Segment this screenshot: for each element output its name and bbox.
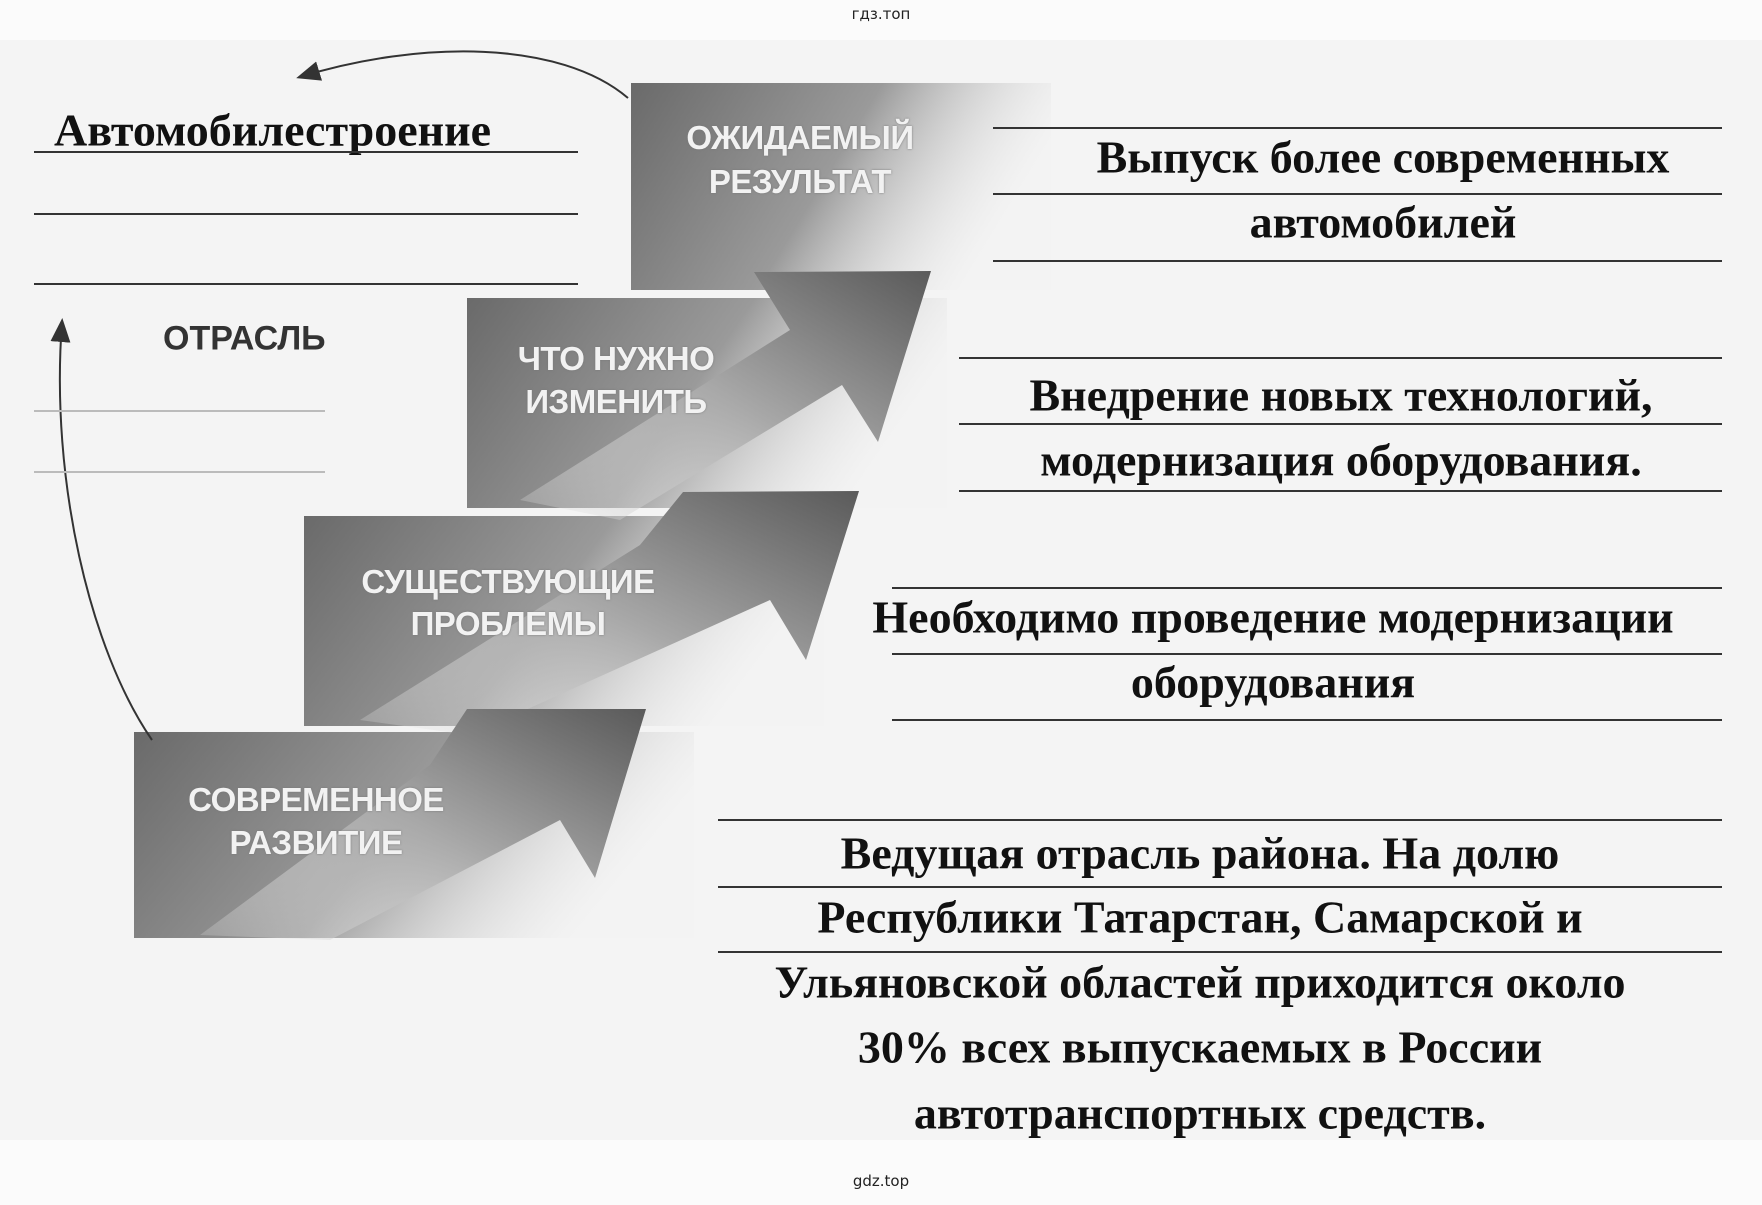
answer-line [34, 151, 578, 153]
watermark-bottom: gdz.top [852, 1172, 910, 1190]
answer-line [993, 193, 1722, 195]
answer-line [993, 260, 1722, 262]
expected-result-answer: автомобилей [1249, 196, 1517, 248]
step-label: СОВРЕМЕННОЕ [188, 781, 444, 818]
answer-line [718, 819, 1722, 821]
curved-arrow-left-icon [296, 50, 629, 99]
step-label: ПРОБЛЕМЫ [410, 605, 606, 642]
answer-line [959, 490, 1722, 492]
step-box-expected-result [631, 83, 1051, 290]
industry-label: ОТРАСЛЬ [163, 319, 326, 358]
current-development-answer: Республики Татарстан, Самарской и [817, 891, 1583, 943]
answer-line [892, 587, 1722, 589]
current-development-answer: Ведущая отрасль района. На долю [840, 827, 1560, 879]
step-label: РАЗВИТИЕ [229, 824, 403, 861]
current-development-answer: автотранспортных средств. [913, 1087, 1487, 1139]
arrow-up-right-icon [200, 709, 646, 940]
watermark-top: гдз.топ [851, 5, 911, 23]
answer-line [718, 886, 1722, 888]
answer-line [959, 357, 1722, 359]
answer-line [34, 410, 325, 412]
step-label: ЧТО НУЖНО [517, 340, 715, 377]
answer-line [718, 951, 1722, 953]
step-label: ОЖИДАЕМЫЙ [686, 119, 914, 156]
step-label: РЕЗУЛЬТАТ [708, 163, 892, 200]
expected-result-answer: Выпуск более современных [1096, 131, 1670, 183]
step-label: СУЩЕСТВУЮЩИЕ [361, 563, 655, 600]
current-development-answer: 30% всех выпускаемых в России [857, 1021, 1543, 1073]
existing-problems-answer: оборудования [1130, 656, 1416, 708]
existing-problems-answer: Необходимо проведение модернизации [872, 591, 1674, 643]
answer-line [993, 127, 1722, 129]
step-label: ИЗМЕНИТЬ [525, 383, 707, 420]
what-to-change-answer: Внедрение новых технологий, [1029, 369, 1653, 421]
arrow-up-right-icon [360, 491, 859, 735]
answer-line [959, 423, 1722, 425]
answer-line [34, 213, 578, 215]
curved-arrow-up-icon [50, 318, 153, 741]
arrow-up-right-icon [520, 271, 931, 520]
industry-answer: Автомобилестроение [54, 104, 492, 156]
answer-line [34, 471, 325, 473]
current-development-answer: Ульяновской областей приходится около [774, 956, 1626, 1008]
answer-line [892, 653, 1722, 655]
what-to-change-answer: модернизация оборудования. [1040, 434, 1642, 486]
answer-line [34, 283, 578, 285]
answer-line [892, 719, 1722, 721]
